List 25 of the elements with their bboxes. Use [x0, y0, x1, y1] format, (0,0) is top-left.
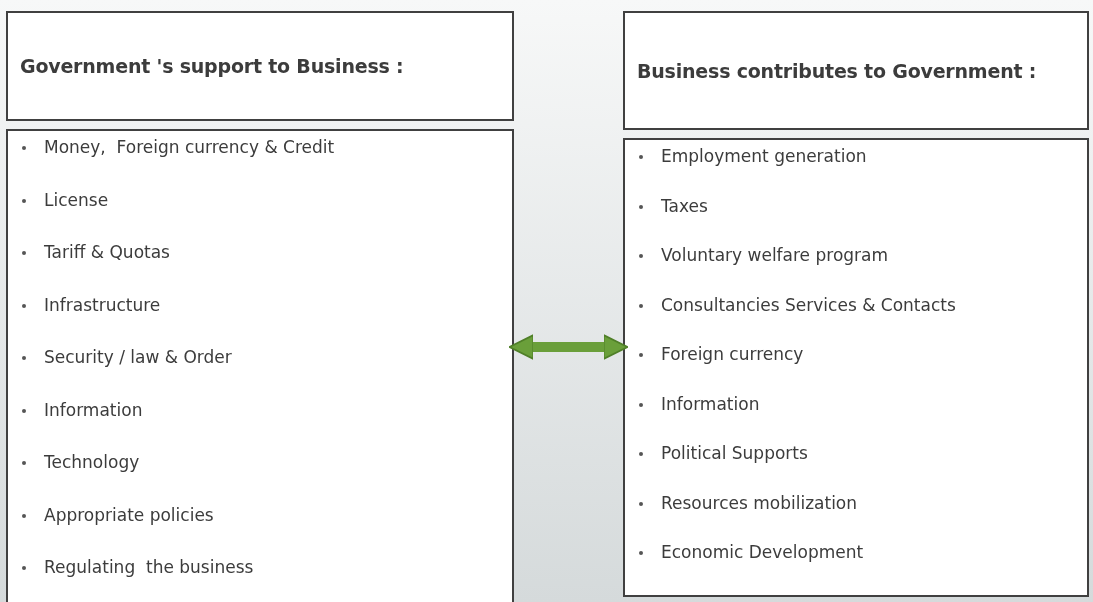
bullet-item: Appropriate policies — [22, 504, 214, 525]
bullet-item: Information — [22, 399, 143, 420]
header-box — [623, 11, 1089, 130]
list-box — [623, 138, 1089, 597]
bullet-item: License — [22, 189, 109, 210]
bullet-item: Tariff & Quotas — [22, 242, 170, 262]
bullet-item: Technology — [22, 452, 140, 472]
double-arrow — [508, 334, 629, 360]
list-box — [6, 129, 514, 602]
bullet-item: Resources mobilization — [639, 492, 858, 513]
header-box — [6, 11, 514, 121]
heading: Business contributes to Government : — [637, 59, 1037, 82]
bullet-item: Regulating the business — [22, 557, 254, 577]
heading: Government 's support to Business : — [20, 55, 404, 77]
bullet-item: Information — [639, 393, 760, 414]
bullet-item: Security / law & Order — [22, 347, 232, 367]
bullet-item: Money, Foreign currency & Credit — [22, 137, 335, 157]
bullet-item: Consultancies Services & Contacts — [639, 294, 956, 315]
bullet-item: Taxes — [639, 195, 708, 216]
bullet-item: Economic Development — [639, 542, 864, 562]
bullet-item: Employment generation — [639, 146, 867, 166]
bullet-item: Infrastructure — [22, 294, 161, 315]
bullet-item: Voluntary welfare program — [639, 245, 889, 265]
bullet-item: Political Supports — [639, 443, 808, 463]
bullet-item: Foreign currency — [639, 344, 804, 364]
